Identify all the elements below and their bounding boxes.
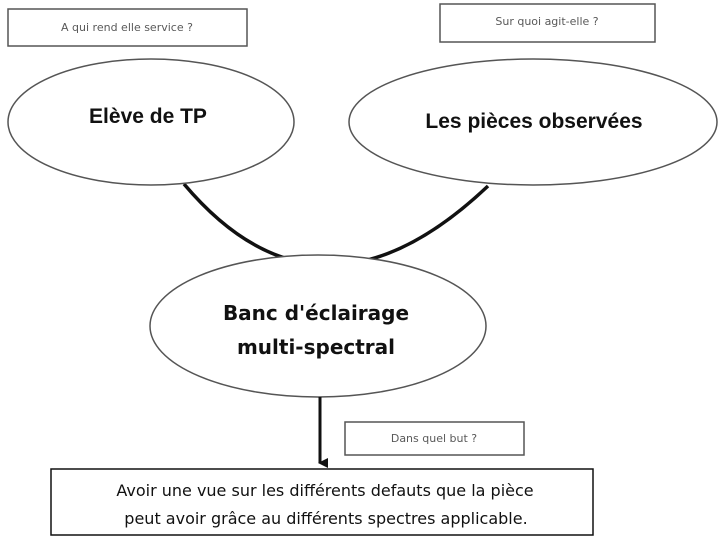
question-what-label: Sur quoi agit-elle ? [495, 15, 598, 28]
horn-connector [182, 182, 490, 267]
node-user-label: Elève de TP [89, 105, 207, 128]
goal-text-line2: peut avoir grâce au différents spectres … [124, 509, 527, 528]
node-user: Elève de TP [7, 58, 295, 186]
node-object-label: Les pièces observées [425, 110, 642, 133]
question-box-why: Dans quel but ? [344, 421, 525, 456]
question-who-label: A qui rend elle service ? [61, 21, 193, 34]
question-why-label: Dans quel but ? [391, 432, 477, 445]
node-product: Banc d'éclairage multi-spectral [149, 254, 487, 398]
goal-box: Avoir une vue sur les différents defauts… [50, 468, 594, 536]
question-box-what: Sur quoi agit-elle ? [439, 3, 656, 43]
goal-text-line1: Avoir une vue sur les différents defauts… [116, 481, 533, 500]
question-box-who: A qui rend elle service ? [7, 8, 248, 47]
node-product-label-line2: multi-spectral [237, 335, 395, 359]
node-product-label-line1: Banc d'éclairage [223, 301, 409, 325]
node-object: Les pièces observées [348, 58, 718, 186]
